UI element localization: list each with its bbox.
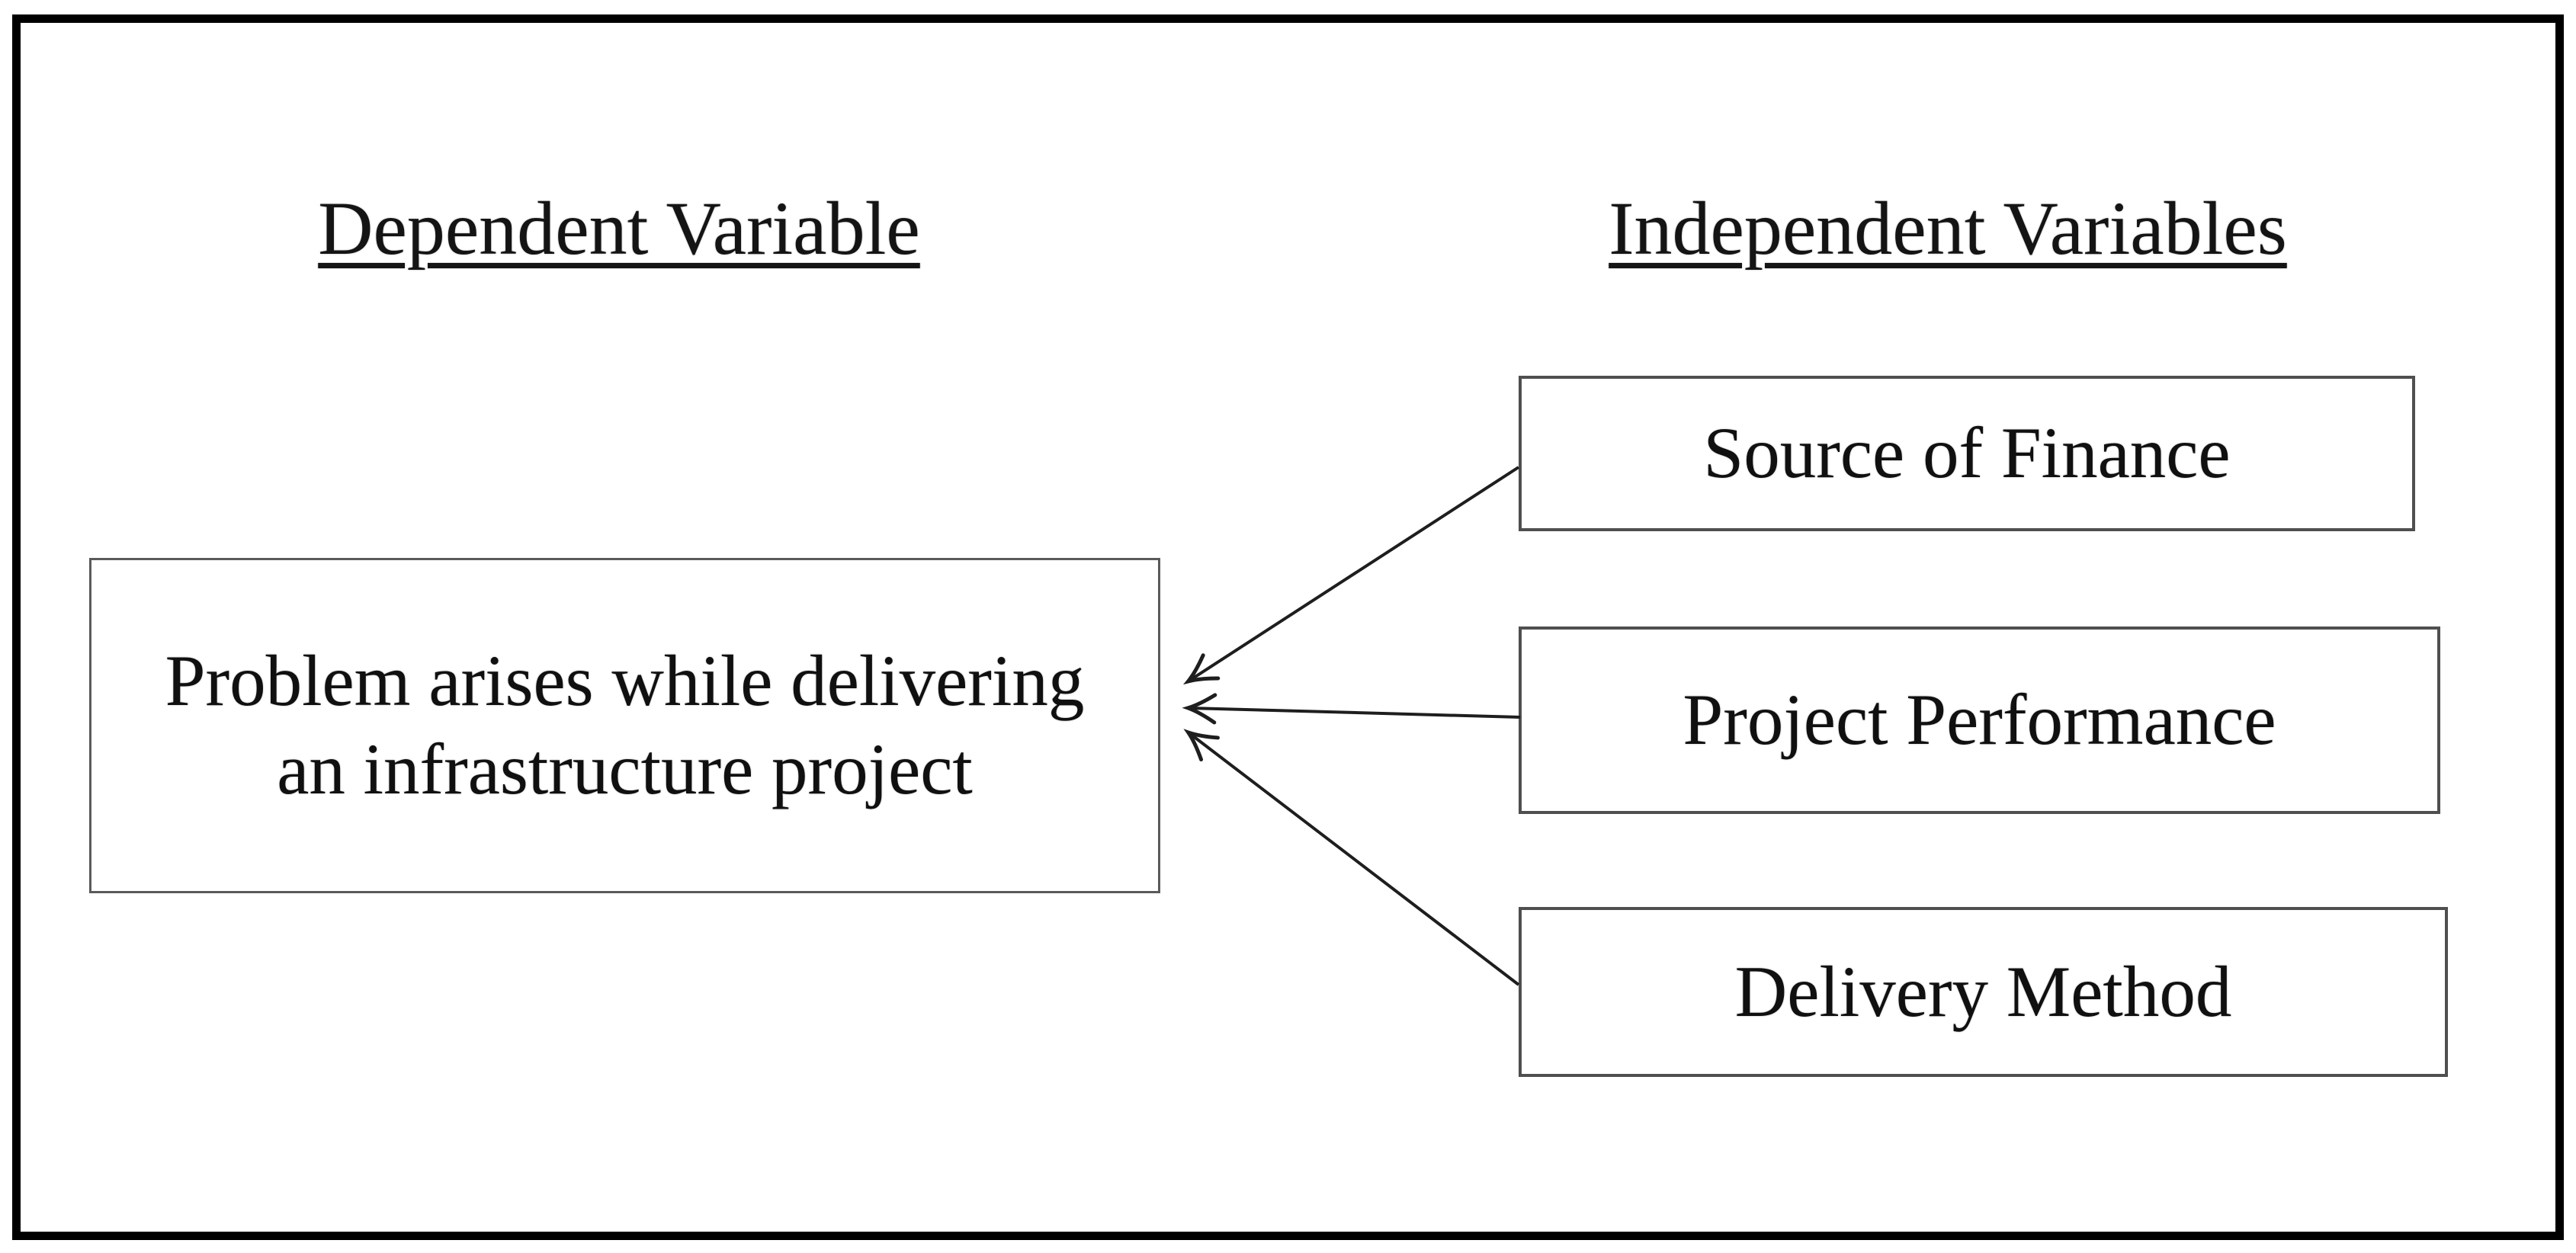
dependent-variable-heading: Dependent Variable — [318, 186, 920, 271]
independent-variables-heading: Independent Variables — [1609, 186, 2287, 271]
delivery-method-label: Delivery Method — [1734, 950, 2232, 1032]
independent-box-project-performance: Project Performance — [1519, 626, 2440, 814]
independent-box-delivery-method: Delivery Method — [1519, 907, 2448, 1077]
source-of-finance-label: Source of Finance — [1703, 412, 2231, 494]
dependent-variable-box: Problem arises while delivering an infra… — [89, 558, 1160, 893]
outer-frame — [12, 14, 2564, 1240]
project-performance-label: Project Performance — [1683, 679, 2276, 761]
independent-box-source-of-finance: Source of Finance — [1519, 376, 2415, 531]
dependent-variable-box-label: Problem arises while delivering an infra… — [165, 640, 1085, 809]
